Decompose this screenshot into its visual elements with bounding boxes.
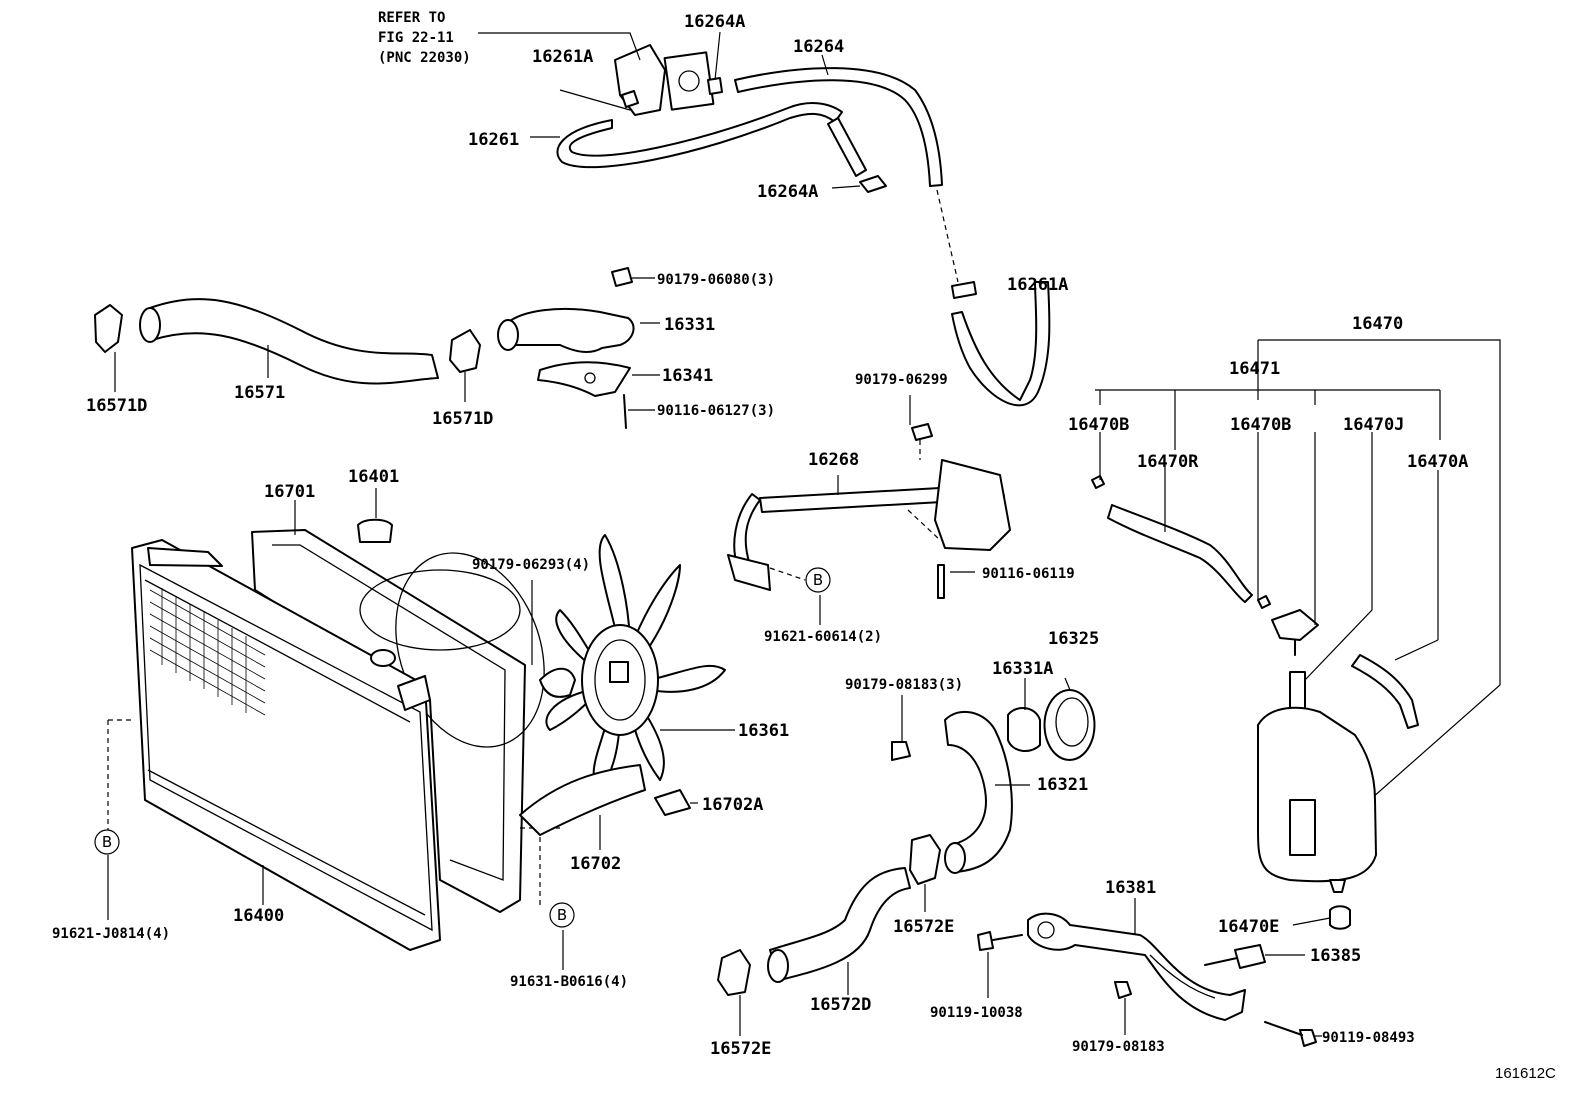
radiator-group bbox=[107, 488, 564, 970]
label-16325: 16325 bbox=[1048, 629, 1099, 649]
label-16401: 16401 bbox=[348, 467, 399, 487]
label-16261A-top: 16261A bbox=[532, 47, 593, 67]
ref-marker-2: B bbox=[94, 829, 120, 855]
label-16571D-left: 16571D bbox=[86, 396, 147, 416]
label-90179-08183: 90179-08183 bbox=[1072, 1039, 1165, 1055]
reference-note-line1: REFER TO bbox=[378, 10, 445, 26]
label-90116-06119: 90116-06119 bbox=[982, 566, 1075, 582]
label-16321: 16321 bbox=[1037, 775, 1088, 795]
label-16702A: 16702A bbox=[702, 795, 763, 815]
label-16702: 16702 bbox=[570, 854, 621, 874]
label-16264A-top: 16264A bbox=[684, 12, 745, 32]
label-90179-06080: 90179-06080(3) bbox=[657, 272, 775, 288]
label-16470E: 16470E bbox=[1218, 917, 1279, 937]
label-16571D-right: 16571D bbox=[432, 409, 493, 429]
label-16341: 16341 bbox=[662, 366, 713, 386]
label-16470: 16470 bbox=[1352, 314, 1403, 334]
reference-note-line2: FIG 22-11 bbox=[378, 30, 454, 46]
lower-hose-group bbox=[717, 677, 1096, 1036]
label-91621-60614: 91621-60614(2) bbox=[764, 629, 882, 645]
water-outlet-group bbox=[497, 267, 660, 429]
label-16264: 16264 bbox=[793, 37, 844, 57]
label-16572E-mid: 16572E bbox=[893, 917, 954, 937]
illustration-id: 161612C bbox=[1495, 1065, 1556, 1082]
label-16331A: 16331A bbox=[992, 659, 1053, 679]
ref-marker-1: B bbox=[805, 567, 831, 593]
svg-text:B: B bbox=[557, 906, 567, 924]
bracket-group bbox=[977, 898, 1351, 1047]
bypass-hose-group bbox=[478, 31, 959, 283]
fan-group bbox=[519, 534, 735, 850]
label-90119-10038: 90119-10038 bbox=[930, 1005, 1023, 1021]
label-16400: 16400 bbox=[233, 906, 284, 926]
label-16470B-mid: 16470B bbox=[1230, 415, 1291, 435]
label-16572D: 16572D bbox=[810, 995, 871, 1015]
upper-radiator-hose-group bbox=[94, 298, 481, 402]
label-90179-08183-3: 90179-08183(3) bbox=[845, 677, 963, 693]
label-16470A: 16470A bbox=[1407, 452, 1468, 472]
ref-marker-3: B bbox=[549, 902, 575, 928]
label-16385: 16385 bbox=[1310, 946, 1361, 966]
label-16572E-low: 16572E bbox=[710, 1039, 771, 1059]
label-91621-J0814: 91621-J0814(4) bbox=[52, 926, 170, 942]
label-90116-06127: 90116-06127(3) bbox=[657, 403, 775, 419]
water-bypass-pipe-group bbox=[727, 281, 1051, 625]
label-16331: 16331 bbox=[664, 315, 715, 335]
label-16261A-right: 16261A bbox=[1007, 275, 1068, 295]
label-16701: 16701 bbox=[264, 482, 315, 502]
label-90179-06293: 90179-06293(4) bbox=[472, 557, 590, 573]
label-16470B-left: 16470B bbox=[1068, 415, 1129, 435]
label-16571: 16571 bbox=[234, 383, 285, 403]
svg-text:B: B bbox=[813, 571, 823, 589]
label-16470R: 16470R bbox=[1137, 452, 1199, 472]
label-16471: 16471 bbox=[1229, 359, 1280, 379]
reference-note-line3: (PNC 22030) bbox=[378, 50, 471, 66]
label-16261: 16261 bbox=[468, 130, 519, 150]
label-16268: 16268 bbox=[808, 450, 859, 470]
reservoir-group bbox=[1091, 339, 1501, 893]
label-16470J: 16470J bbox=[1343, 415, 1404, 435]
label-91631-B0616: 91631-B0616(4) bbox=[510, 974, 628, 990]
label-16264A-low: 16264A bbox=[757, 182, 818, 202]
label-90179-06299: 90179-06299 bbox=[855, 372, 948, 388]
label-90119-08493: 90119-08493 bbox=[1322, 1030, 1415, 1046]
label-16361: 16361 bbox=[738, 721, 789, 741]
svg-text:B: B bbox=[102, 833, 112, 851]
label-16381: 16381 bbox=[1105, 878, 1156, 898]
